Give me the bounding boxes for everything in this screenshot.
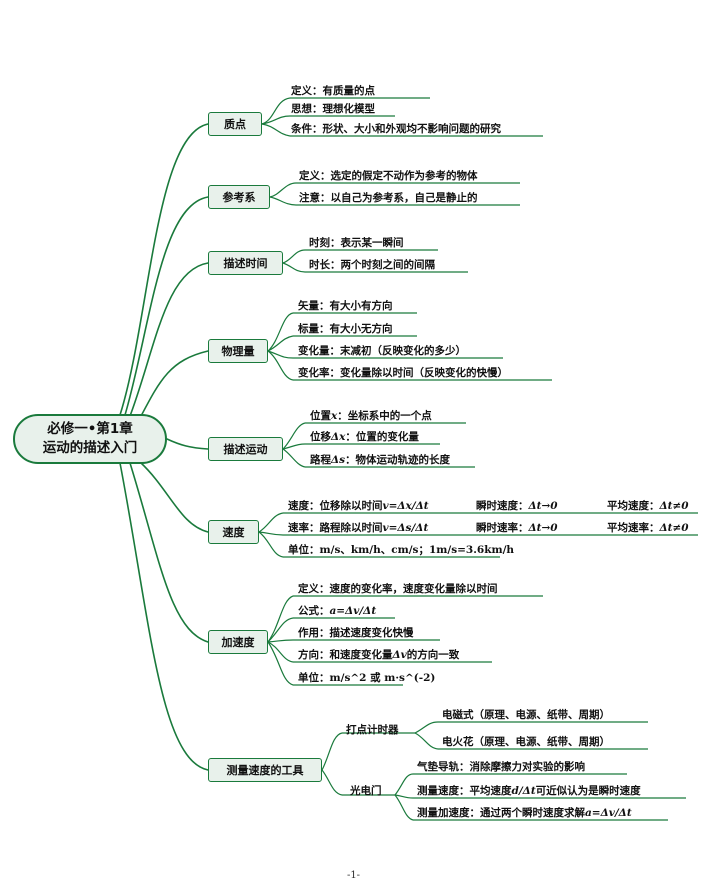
leaf-instant-velocity: 瞬时速度：Δt→0	[476, 500, 558, 512]
leaf-accel-definition: 定义：速度的变化率，速度变化量除以时间	[298, 583, 498, 595]
leaf-displacement: 位移Δx：位置的变化量	[310, 431, 419, 443]
leaf-path-length: 路程Δs：物体运动轨迹的长度	[310, 454, 451, 466]
leaf-position: 位置x：坐标系中的一个点	[310, 410, 432, 422]
leaf-change-rate: 变化率：变化量除以时间（反映变化的快慢）	[298, 367, 508, 379]
topic-physical-quantity[interactable]: 物理量	[208, 339, 268, 363]
leaf-velocity-def: 速度：位移除以时间v=Δx/Δt	[288, 500, 429, 512]
node-photogate[interactable]: 光电门	[350, 785, 382, 797]
leaf-spark-timer: 电火花（原理、电源、纸带、周期）	[442, 736, 610, 748]
leaf-measure-acceleration: 测量加速度：通过两个瞬时速度求解a=Δv/Δt	[417, 807, 632, 819]
leaf-average-speed: 平均速率：Δt≠0	[607, 522, 689, 534]
leaf-time-instant: 时刻：表示某一瞬间	[309, 237, 404, 249]
root-node[interactable]: 必修一•第1章 运动的描述入门	[13, 414, 167, 464]
leaf-speed-def: 速率：路程除以时间v=Δs/Δt	[288, 522, 429, 534]
topic-particle[interactable]: 质点	[208, 112, 262, 136]
leaf-measure-velocity: 测量速度：平均速度d/Δt可近似认为是瞬时速度	[417, 785, 641, 797]
leaf-particle-idea: 思想：理想化模型	[291, 103, 375, 115]
leaf-instant-speed: 瞬时速率：Δt→0	[476, 522, 558, 534]
node-dot-timer[interactable]: 打点计时器	[346, 724, 399, 736]
leaf-change-amount: 变化量：末减初（反映变化的多少）	[298, 345, 466, 357]
leaf-vector: 矢量：有大小有方向	[298, 300, 393, 312]
topic-velocity[interactable]: 速度	[208, 520, 259, 544]
topic-measuring-tools[interactable]: 测量速度的工具	[208, 758, 322, 782]
leaf-scalar: 标量：有大小无方向	[298, 323, 393, 335]
leaf-velocity-units: 单位：m/s、km/h、cm/s；1m/s=3.6km/h	[288, 544, 515, 556]
leaf-frame-note: 注意：以自己为参考系，自己是静止的	[299, 192, 478, 204]
leaf-particle-condition: 条件：形状、大小和外观均不影响问题的研究	[291, 123, 501, 135]
page-number: -1-	[346, 870, 361, 881]
leaf-time-duration: 时长：两个时刻之间的间隔	[309, 259, 435, 271]
topic-describe-time[interactable]: 描述时间	[208, 251, 283, 275]
leaf-electromagnetic-timer: 电磁式（原理、电源、纸带、周期）	[442, 709, 610, 721]
leaf-frame-definition: 定义：选定的假定不动作为参考的物体	[299, 170, 478, 182]
root-title-line2: 运动的描述入门	[42, 440, 138, 456]
leaf-accel-direction: 方向：和速度变化量Δv的方向一致	[298, 649, 460, 661]
leaf-particle-definition: 定义：有质量的点	[291, 85, 375, 97]
topic-reference-frame[interactable]: 参考系	[208, 185, 270, 209]
leaf-accel-unit: 单位：m/s^2 或 m·s^(-2)	[298, 672, 436, 684]
leaf-average-velocity: 平均速度：Δt≠0	[607, 500, 689, 512]
root-title-line1: 必修一•第1章	[47, 421, 133, 437]
topic-acceleration[interactable]: 加速度	[208, 630, 268, 654]
leaf-accel-function: 作用：描述速度变化快慢	[298, 627, 414, 639]
topic-describe-motion[interactable]: 描述运动	[208, 437, 283, 461]
leaf-accel-formula: 公式：a=Δv/Δt	[298, 605, 377, 617]
leaf-air-track: 气垫导轨：消除摩擦力对实验的影响	[417, 761, 585, 773]
